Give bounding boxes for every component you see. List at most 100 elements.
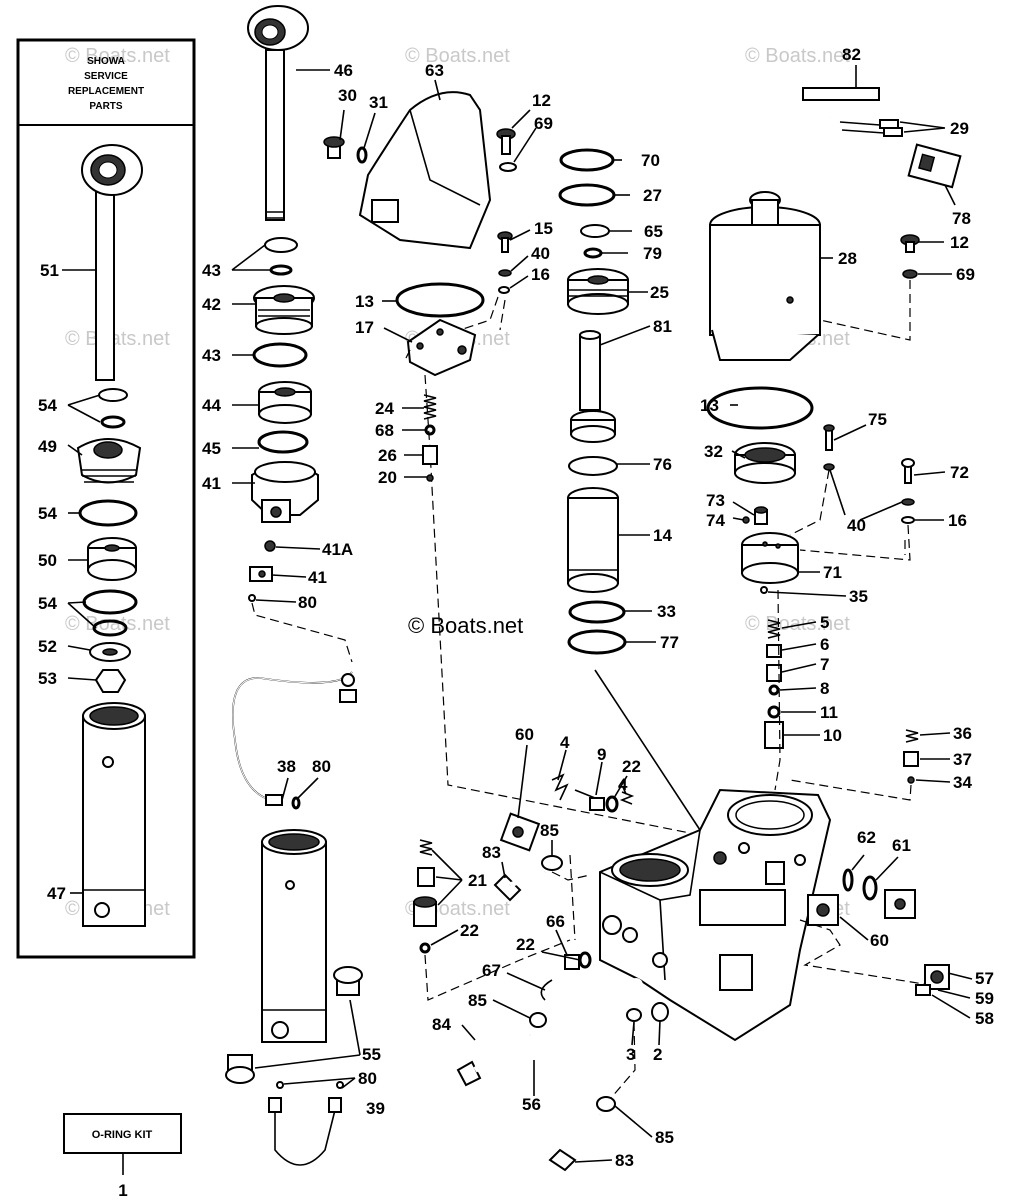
callout: 76 xyxy=(653,455,672,474)
callout: 15 xyxy=(534,219,553,238)
callout: 72 xyxy=(950,463,969,482)
callout: 6 xyxy=(820,635,829,654)
callout: 4 xyxy=(560,733,570,752)
callout: 42 xyxy=(202,295,221,314)
plug-21 xyxy=(413,896,437,927)
showa-header-line: PARTS xyxy=(89,101,122,112)
callout: 43 xyxy=(202,346,221,365)
leader-dash xyxy=(424,374,701,836)
callout: 25 xyxy=(650,283,669,302)
o-ring-13 xyxy=(395,282,485,318)
watermark: © Boats.net xyxy=(745,45,850,67)
callout: 75 xyxy=(868,410,887,429)
callout: 28 xyxy=(838,249,857,268)
o-ring-27 xyxy=(558,183,616,207)
plug-61 xyxy=(884,889,916,919)
callout: 35 xyxy=(849,587,868,606)
rod-46 xyxy=(247,5,309,221)
rod-81 xyxy=(570,330,616,443)
washer-16 xyxy=(498,286,510,294)
o-ring-54 xyxy=(92,619,128,637)
callout: 22 xyxy=(460,921,479,940)
o-ring-22 xyxy=(419,942,431,954)
o-ring-43 xyxy=(252,342,308,368)
washer-85b xyxy=(529,1012,547,1028)
callout: 77 xyxy=(660,633,679,652)
spring-36 xyxy=(905,729,919,743)
tube-39 xyxy=(268,1097,342,1166)
screw-30 xyxy=(323,136,345,159)
screw-75 xyxy=(823,424,835,451)
callout: 57 xyxy=(975,969,994,988)
callout: 4 xyxy=(618,775,628,794)
ball-41a xyxy=(264,540,276,552)
o-ring-22 xyxy=(605,795,619,813)
spring-4 xyxy=(551,773,569,801)
callout: 33 xyxy=(657,602,676,621)
callout: 53 xyxy=(38,669,57,688)
callout: 40 xyxy=(531,244,550,263)
plug-73 xyxy=(754,506,768,525)
o-ring-54 xyxy=(82,589,138,615)
watermark: © Boats.net xyxy=(745,613,850,635)
callout: 85 xyxy=(540,821,559,840)
leader-dash xyxy=(251,602,353,663)
cap-49 xyxy=(76,438,142,484)
callout: 71 xyxy=(823,563,842,582)
o-ring-kit-label: O-RING KIT xyxy=(92,1129,153,1141)
callout: 32 xyxy=(704,442,723,461)
callout: 81 xyxy=(653,317,672,336)
callout: 40 xyxy=(847,516,866,535)
callout: 27 xyxy=(643,186,662,205)
callout: 26 xyxy=(378,446,397,465)
housing-41 xyxy=(251,461,319,523)
watermark: © Boats.net xyxy=(65,613,170,635)
callout: 31 xyxy=(369,93,388,112)
callout: 51 xyxy=(40,261,59,280)
piston-rod-51 xyxy=(81,144,143,381)
callout: 65 xyxy=(644,222,663,241)
sleeve-14 xyxy=(567,487,619,593)
washer-85 xyxy=(541,855,563,871)
plug-78 xyxy=(907,143,962,189)
callout: 83 xyxy=(482,843,501,862)
callout: 60 xyxy=(870,931,889,950)
o-ring-77 xyxy=(567,629,627,655)
callout: 5 xyxy=(820,613,829,632)
callout: 2 xyxy=(653,1045,662,1064)
watermark: © Boats.net xyxy=(65,328,170,350)
callout: 84 xyxy=(432,1015,451,1034)
seal-43 xyxy=(264,237,298,253)
seat-37 xyxy=(903,751,919,767)
cap-42 xyxy=(253,285,315,335)
bushing-55 xyxy=(225,966,363,1084)
check-26 xyxy=(422,445,438,465)
o-ring-70 xyxy=(559,148,615,172)
callout: 73 xyxy=(706,491,725,510)
seat-21 xyxy=(417,867,435,887)
watermark-main: © Boats.net xyxy=(408,613,523,638)
spring-5 xyxy=(767,619,781,639)
callout: 63 xyxy=(425,61,444,80)
ring-76 xyxy=(568,456,618,476)
callout: 54 xyxy=(38,504,57,523)
callout: 22 xyxy=(622,757,641,776)
callout: 82 xyxy=(842,45,861,64)
callout: 41 xyxy=(202,474,221,493)
pin-56 xyxy=(515,978,643,1055)
plug-60-left xyxy=(499,812,541,852)
o-ring-31 xyxy=(356,146,368,164)
o-ring-80 xyxy=(248,594,256,602)
callout: 20 xyxy=(378,468,397,487)
plug-60-right xyxy=(807,894,839,926)
o-ring-61 xyxy=(862,875,878,901)
showa-header-line: SERVICE xyxy=(84,71,128,82)
watermark: © Boats.net xyxy=(65,45,170,67)
callout: 74 xyxy=(706,511,725,530)
bushing-3 xyxy=(626,1008,642,1022)
callout: 22 xyxy=(516,935,535,954)
callout: 34 xyxy=(953,773,972,792)
callout: 21 xyxy=(468,871,487,890)
callout: 78 xyxy=(952,209,971,228)
callout: 7 xyxy=(820,655,829,674)
